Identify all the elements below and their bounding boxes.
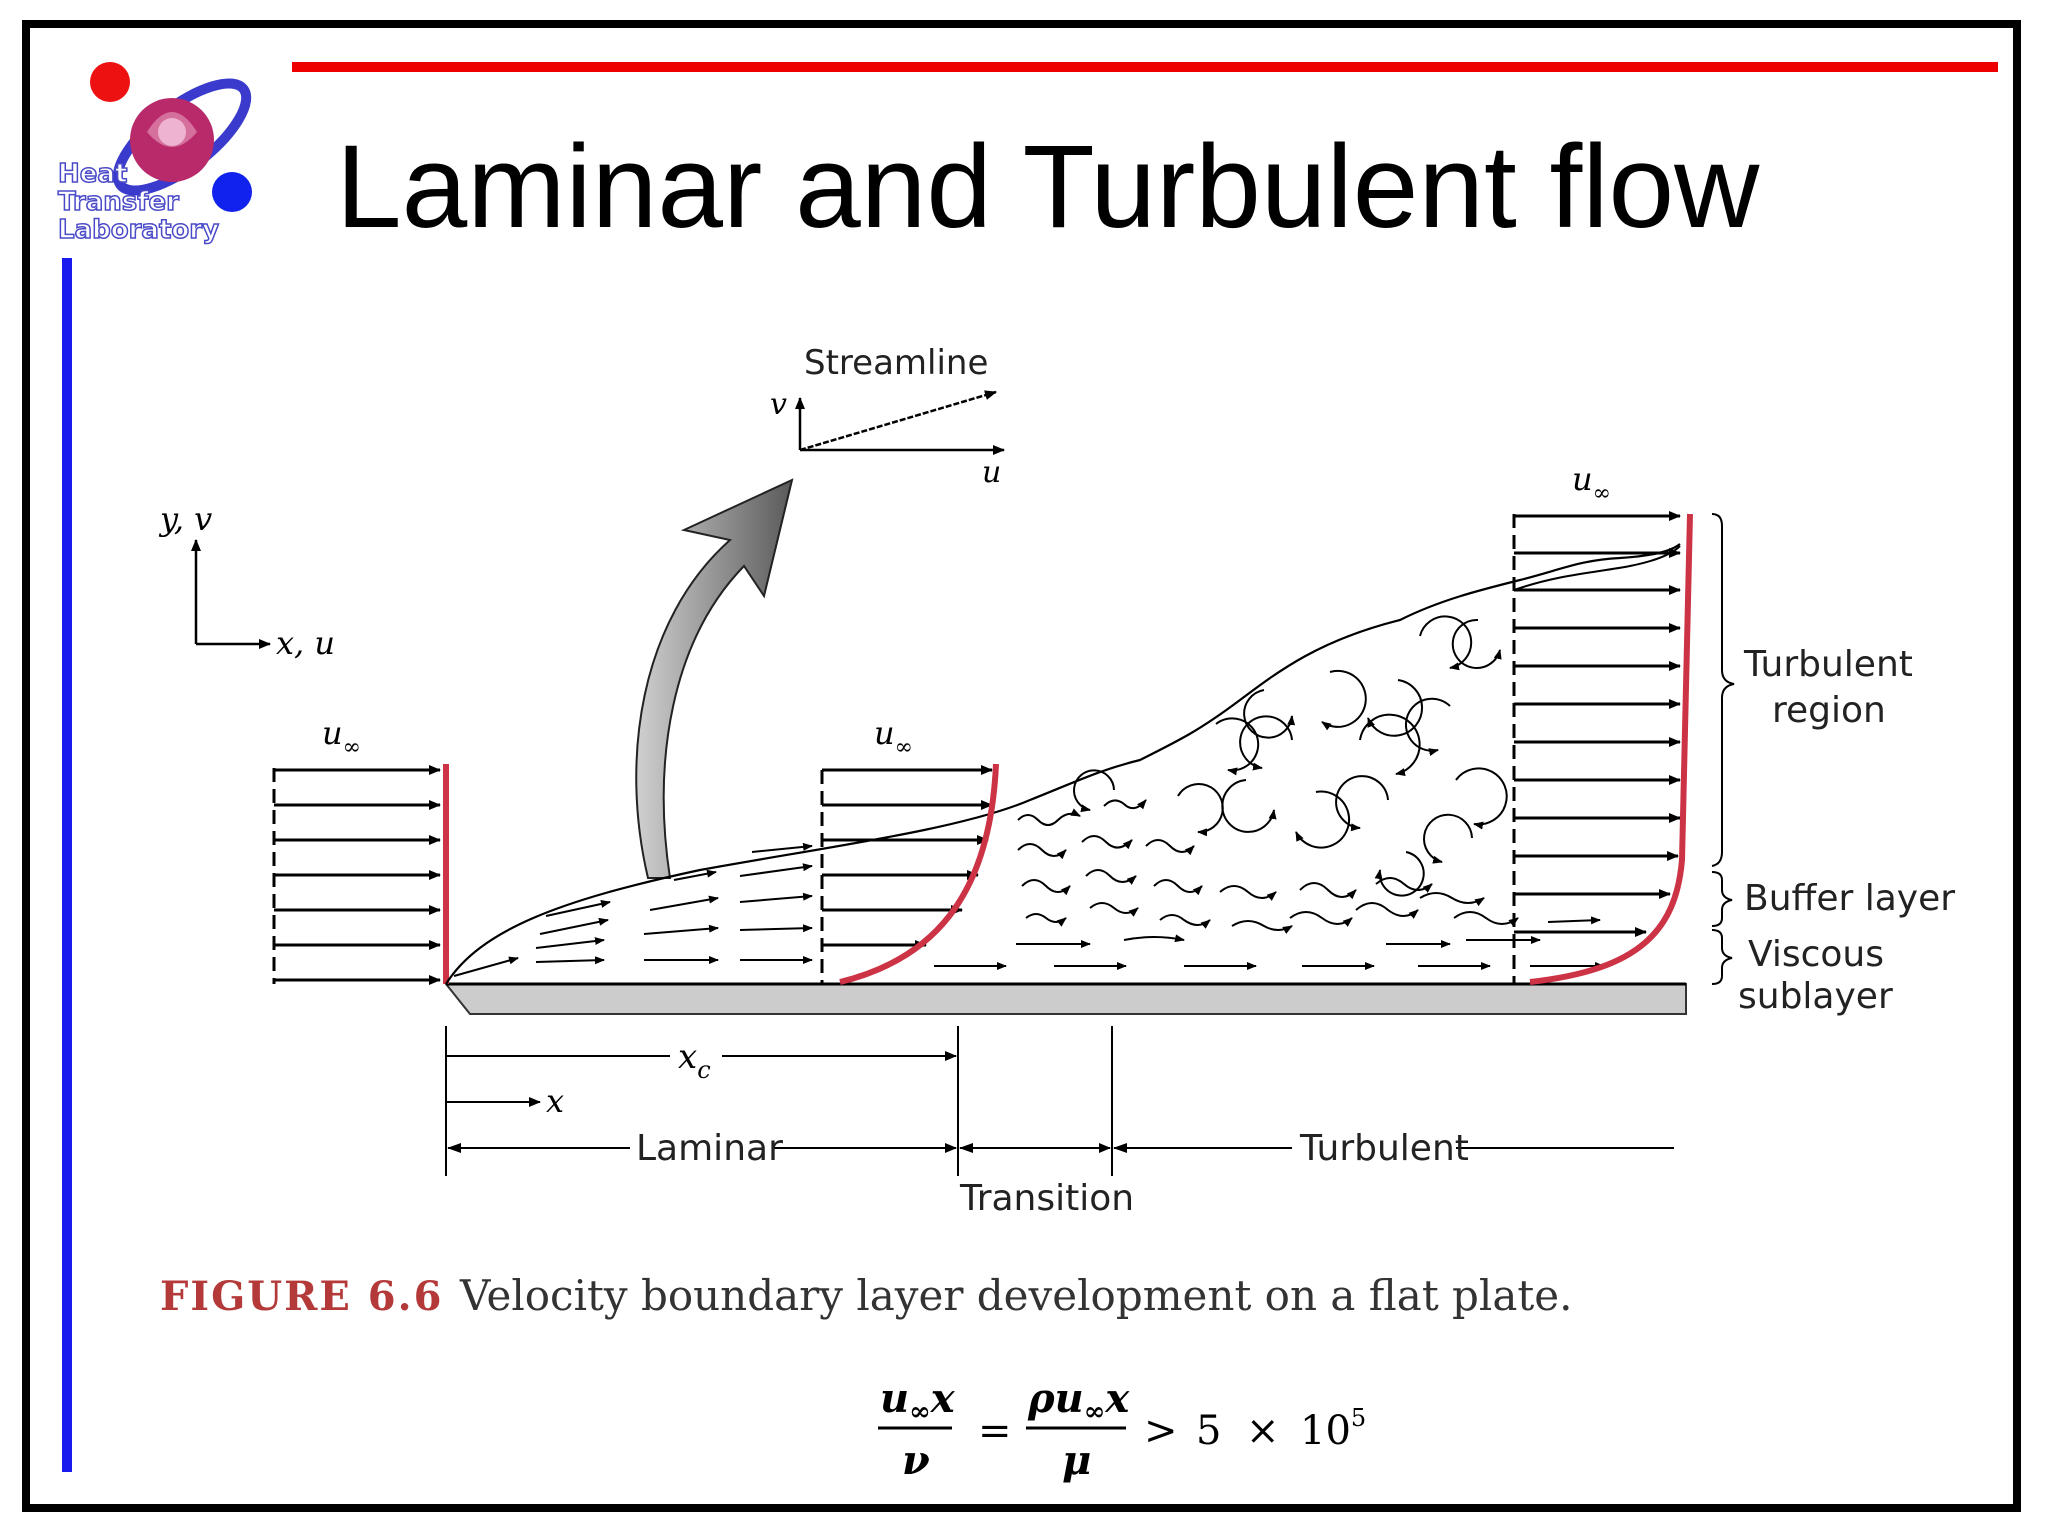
xc-label: xc [678, 1037, 711, 1084]
title-rule-red [292, 62, 1998, 72]
eq-rhs-numerator: ρu∞x [1027, 1375, 1130, 1427]
eq-equals: = [978, 1408, 1012, 1454]
dimension-lines [445, 1026, 1674, 1176]
reynolds-criterion-equation: u∞x ν = ρu∞x μ > 5 × 105 [878, 1375, 1366, 1484]
turbulent-eddies [1073, 615, 1508, 897]
buffer-layer-label: Buffer layer [1744, 878, 1955, 919]
zone-transition-label: Transition [959, 1178, 1134, 1219]
zoom-arrow-icon [635, 478, 794, 879]
figure-caption-label: FIGURE 6.6 [160, 1273, 443, 1320]
laminar-velocity-profile [820, 763, 999, 985]
sublayer-flow-arrows [934, 916, 1605, 970]
side-rule-blue [62, 258, 72, 1472]
turbulent-velocity-profile [1512, 511, 1693, 985]
region-braces [1711, 513, 1735, 985]
eq-lhs-numerator: u∞x [880, 1375, 956, 1427]
slide-title: Laminar and Turbulent flow [336, 121, 1760, 253]
axis-y-label: y, v [158, 500, 212, 538]
logo-text-transfer: Transfer [58, 187, 179, 217]
turbulent-region-label-2: region [1772, 690, 1886, 731]
x-label: x [546, 1082, 564, 1120]
eq-lhs-denominator: ν [902, 1437, 930, 1484]
figure-caption-text: Velocity boundary layer development on a… [459, 1271, 1573, 1320]
heat-transfer-lab-logo: Heat Transfer Laboratory [57, 62, 252, 246]
streamline-vector [799, 390, 997, 452]
u-inf-label-turbulent: u∞ [1572, 460, 1611, 506]
u-inf-label-mid: u∞ [874, 714, 913, 760]
eq-times: × [1246, 1408, 1280, 1454]
eq-base: 105 [1300, 1404, 1366, 1454]
turbulent-region-label-1: Turbulent [1743, 644, 1913, 685]
streamline-label: Streamline [804, 343, 988, 383]
inlet-velocity-profile [272, 764, 449, 985]
eq-greater-than: > [1144, 1408, 1178, 1454]
slide-frame [22, 20, 2021, 1512]
viscous-sublayer-label-1: Viscous [1748, 934, 1884, 975]
zone-turbulent-label: Turbulent [1299, 1128, 1469, 1169]
flat-plate [443, 983, 1687, 1015]
streamline-v-label: v [770, 387, 787, 422]
u-inf-label-inlet: u∞ [322, 714, 361, 760]
eq-rhs-denominator: μ [1062, 1437, 1091, 1484]
eq-value: 5 [1196, 1408, 1221, 1454]
axis-x-label: x, u [276, 624, 335, 662]
boundary-layer-edge [445, 543, 1681, 985]
zone-laminar-label: Laminar [636, 1128, 783, 1169]
streamline-u-label: u [982, 455, 1001, 490]
viscous-sublayer-label-2: sublayer [1738, 976, 1893, 1017]
logo-text-laboratory: Laboratory [58, 215, 219, 245]
laminar-flow-arrows [453, 842, 813, 977]
transition-flow-arrows [1016, 799, 1519, 948]
logo-red-dot [90, 62, 130, 102]
logo-text-heat: Heat [58, 159, 127, 189]
logo-blue-dot [212, 172, 252, 212]
